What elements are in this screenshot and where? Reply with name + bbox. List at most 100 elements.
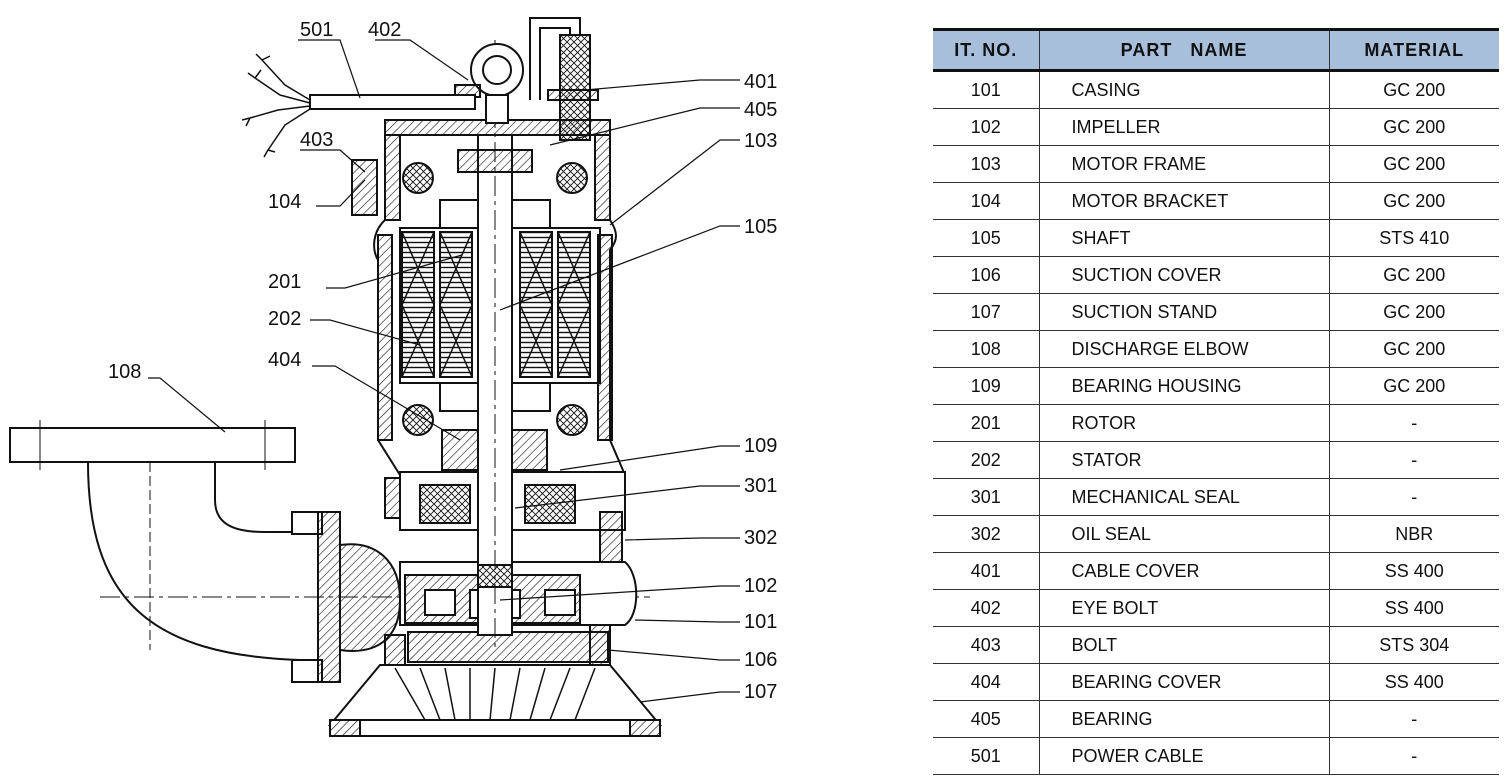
part-name-cell: BEARING HOUSING (1038, 367, 1329, 405)
power-cable (241, 53, 476, 158)
part-name-cell: IMPELLER (1038, 108, 1329, 146)
table-header-row: IT. NO. PART NAME MATERIAL (933, 28, 1499, 72)
material-cell: NBR (1328, 515, 1499, 553)
part-name-cell: BEARING (1038, 700, 1329, 738)
part-name-cell: CASING (1038, 70, 1329, 109)
callout-301: 301 (744, 475, 777, 497)
callout-202: 202 (268, 308, 301, 330)
callout-106: 106 (744, 649, 777, 671)
material-cell: GC 200 (1328, 367, 1499, 405)
callout-403: 403 (300, 129, 333, 151)
item-number-cell: 109 (933, 367, 1039, 405)
part-name-cell: CABLE COVER (1038, 552, 1329, 590)
shaft (457, 40, 533, 650)
item-number-cell: 202 (933, 441, 1039, 479)
item-number-cell: 107 (933, 293, 1039, 331)
header-part-name: PART NAME (1038, 28, 1329, 72)
item-number-cell: 404 (933, 663, 1039, 701)
callout-102: 102 (744, 575, 777, 597)
material-cell: GC 200 (1328, 145, 1499, 183)
stator-windings (401, 231, 591, 378)
item-number-cell: 104 (933, 182, 1039, 220)
eye-bolt-and-cable-cover (454, 17, 599, 141)
material-cell: - (1328, 441, 1499, 479)
discharge-elbow (9, 420, 650, 683)
callout-105: 105 (744, 216, 777, 238)
header-material: MATERIAL (1328, 28, 1499, 72)
item-number-cell: 106 (933, 256, 1039, 294)
part-name-cell: BEARING COVER (1038, 663, 1329, 701)
part-name-cell: ROTOR (1038, 404, 1329, 442)
material-cell: SS 400 (1328, 663, 1499, 701)
item-number-cell: 201 (933, 404, 1039, 442)
item-number-cell: 301 (933, 478, 1039, 516)
item-number-cell: 108 (933, 330, 1039, 368)
callout-405: 405 (744, 99, 777, 121)
callout-201: 201 (268, 271, 301, 293)
material-cell: - (1328, 478, 1499, 516)
part-name-cell: POWER CABLE (1038, 737, 1329, 775)
material-cell: - (1328, 404, 1499, 442)
material-cell: GC 200 (1328, 108, 1499, 146)
material-cell: STS 410 (1328, 219, 1499, 257)
item-number-cell: 402 (933, 589, 1039, 627)
material-cell: GC 200 (1328, 330, 1499, 368)
part-name-cell: MOTOR FRAME (1038, 145, 1329, 183)
material-cell: - (1328, 700, 1499, 738)
header-item-number: IT. NO. (933, 28, 1039, 72)
material-cell: - (1328, 737, 1499, 775)
material-cell: GC 200 (1328, 293, 1499, 331)
material-cell: GC 200 (1328, 182, 1499, 220)
part-name-cell: BOLT (1038, 626, 1329, 664)
callout-109: 109 (744, 435, 777, 457)
part-callouts: 501 402 401 405 103 403 104 105 201 202 … (108, 19, 777, 703)
leader-lines (148, 39, 740, 703)
part-name-cell: MOTOR BRACKET (1038, 182, 1329, 220)
item-number-cell: 101 (933, 70, 1039, 109)
material-cell: STS 304 (1328, 626, 1499, 664)
callout-302: 302 (744, 527, 777, 549)
material-cell: SS 400 (1328, 552, 1499, 590)
item-number-cell: 401 (933, 552, 1039, 590)
callout-108: 108 (108, 361, 141, 383)
callout-101: 101 (744, 611, 777, 633)
part-name-cell: EYE BOLT (1038, 589, 1329, 627)
part-name-cell: SUCTION STAND (1038, 293, 1329, 331)
part-name-cell: OIL SEAL (1038, 515, 1329, 553)
callout-107: 107 (744, 681, 777, 703)
callout-404: 404 (268, 349, 301, 371)
material-cell: GC 200 (1328, 70, 1499, 109)
item-number-cell: 105 (933, 219, 1039, 257)
callout-501: 501 (300, 19, 333, 41)
callout-103: 103 (744, 130, 777, 152)
callout-402: 402 (368, 19, 401, 41)
item-number-cell: 103 (933, 145, 1039, 183)
part-name-cell: SHAFT (1038, 219, 1329, 257)
suction-stand (327, 664, 663, 737)
material-cell: SS 400 (1328, 589, 1499, 627)
material-cell: GC 200 (1328, 256, 1499, 294)
callout-401: 401 (744, 71, 777, 93)
part-name-cell: DISCHARGE ELBOW (1038, 330, 1329, 368)
item-number-cell: 405 (933, 700, 1039, 738)
item-number-cell: 501 (933, 737, 1039, 775)
